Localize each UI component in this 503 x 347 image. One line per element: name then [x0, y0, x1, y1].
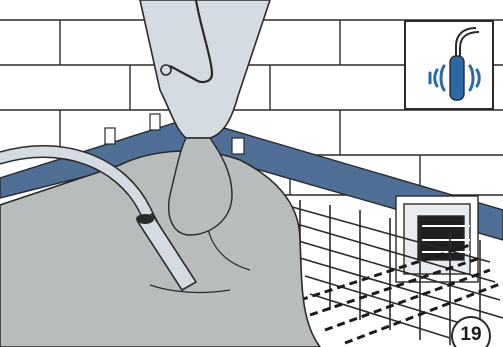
vibrating-poker-pictogram: [404, 20, 494, 110]
vibrating-poker-icon: [406, 22, 492, 108]
